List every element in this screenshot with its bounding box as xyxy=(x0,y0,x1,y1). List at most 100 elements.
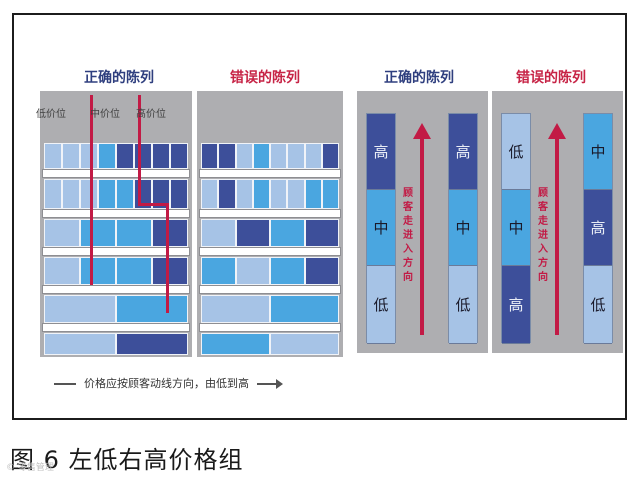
product-cell xyxy=(235,179,253,209)
product-cell xyxy=(44,333,116,355)
product-cell xyxy=(235,219,270,247)
product-cell xyxy=(116,143,134,169)
product-cell xyxy=(62,143,80,169)
panel3-aisle: 高 中 低 高 中 低 顾客走进入方向 xyxy=(357,91,488,353)
product-cell xyxy=(80,179,98,209)
block-low: 低 xyxy=(584,266,612,344)
product-cell xyxy=(201,257,236,285)
product-cell xyxy=(304,143,322,169)
product-cell xyxy=(80,143,98,169)
product-cell xyxy=(270,219,305,247)
arrow-up-icon xyxy=(413,123,431,139)
panel1-title: 正确的陈列 xyxy=(84,70,154,86)
product-cell xyxy=(44,219,80,247)
arrow-shaft xyxy=(555,137,559,335)
product-cell xyxy=(235,143,253,169)
block-mid: 中 xyxy=(502,190,530,266)
product-cell xyxy=(321,179,339,209)
product-cell xyxy=(170,179,188,209)
product-cell xyxy=(287,143,305,169)
block-high: 高 xyxy=(502,266,530,344)
product-cell xyxy=(152,179,170,209)
block-mid: 中 xyxy=(449,190,477,266)
product-cell xyxy=(152,257,188,285)
product-cell xyxy=(201,179,219,209)
figure-frame: 正确的陈列 错误的陈列 正确的陈列 错误的陈列 低价位 中价位 高价位 价格应按… xyxy=(12,13,627,420)
price-divider-line xyxy=(138,95,141,205)
shelf-board xyxy=(199,247,341,256)
product-cell xyxy=(62,179,80,209)
shelf-board xyxy=(199,169,341,178)
product-cell xyxy=(270,295,339,323)
product-cell xyxy=(44,179,62,209)
product-cell xyxy=(98,179,116,209)
arrow-shaft xyxy=(420,137,424,335)
shelf-board xyxy=(42,323,190,332)
product-cell xyxy=(116,333,188,355)
shelf-board xyxy=(199,323,341,332)
product-cell xyxy=(80,257,116,285)
product-cell xyxy=(201,295,270,323)
low-price-label: 低价位 xyxy=(36,109,66,120)
block-high: 高 xyxy=(367,114,395,190)
product-cell xyxy=(270,143,288,169)
product-cell xyxy=(252,179,270,209)
product-cell xyxy=(321,143,339,169)
shelf-board xyxy=(199,209,341,218)
panel3-title: 正确的陈列 xyxy=(384,70,454,86)
mid-price-label: 中价位 xyxy=(90,109,120,120)
product-cell xyxy=(304,219,339,247)
panel3-right-column: 高 中 低 xyxy=(448,113,478,344)
arrow-right-icon xyxy=(257,379,283,389)
product-cell xyxy=(201,219,236,247)
product-cell xyxy=(304,257,339,285)
price-divider-line xyxy=(138,203,168,206)
panel4-left-column: 低 中 高 xyxy=(501,113,531,344)
product-cell xyxy=(201,333,270,355)
block-high: 高 xyxy=(584,190,612,266)
product-cell xyxy=(270,257,305,285)
product-cell xyxy=(270,333,339,355)
panel2-title: 错误的陈列 xyxy=(230,70,300,86)
block-low: 低 xyxy=(502,114,530,190)
price-divider-line xyxy=(166,203,169,313)
product-cell xyxy=(44,143,62,169)
panel1-shelf-display xyxy=(40,91,192,357)
shelf-board xyxy=(42,285,190,294)
panel4-right-column: 中 高 低 xyxy=(583,113,613,344)
arrow-up-icon xyxy=(548,123,566,139)
product-cell xyxy=(201,143,219,169)
panel3-left-column: 高 中 低 xyxy=(366,113,396,344)
product-cell xyxy=(116,219,152,247)
price-divider-line xyxy=(90,95,93,285)
product-cell xyxy=(134,143,152,169)
product-cell xyxy=(116,295,188,323)
shelf-board xyxy=(42,169,190,178)
watermark: © 零售管理 xyxy=(6,463,54,473)
product-cell xyxy=(152,219,188,247)
panel4-title: 错误的陈列 xyxy=(516,70,586,86)
block-low: 低 xyxy=(449,266,477,344)
shelf-board xyxy=(199,285,341,294)
block-mid: 中 xyxy=(584,114,612,190)
product-cell xyxy=(80,219,116,247)
product-cell xyxy=(116,179,134,209)
flow-direction-text: 顾客走进入方向 xyxy=(401,187,415,285)
block-low: 低 xyxy=(367,266,395,344)
product-cell xyxy=(116,257,152,285)
product-cell xyxy=(218,143,236,169)
shelf-board xyxy=(42,209,190,218)
product-cell xyxy=(304,179,322,209)
product-cell xyxy=(287,179,305,209)
block-high: 高 xyxy=(449,114,477,190)
product-cell xyxy=(270,179,288,209)
panel4-aisle: 低 中 高 中 高 低 顾客走进入方向 xyxy=(492,91,623,353)
product-cell xyxy=(252,143,270,169)
product-cell xyxy=(152,143,170,169)
figure-caption: 图 6 左低右高价格组 xyxy=(10,446,244,474)
panel2-shelf-display xyxy=(197,91,343,357)
product-cell xyxy=(170,143,188,169)
product-cell xyxy=(235,257,270,285)
product-cell xyxy=(44,257,80,285)
shelf-board xyxy=(42,247,190,256)
